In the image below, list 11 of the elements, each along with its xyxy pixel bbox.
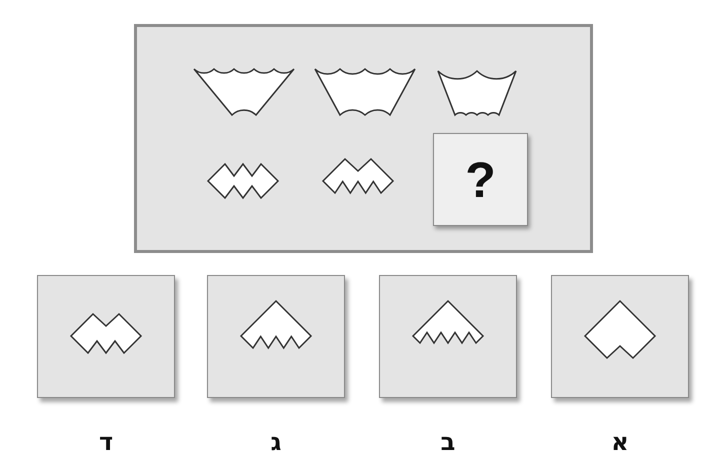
missing-tile xyxy=(433,133,528,226)
answer-tile xyxy=(37,275,175,398)
answer-letter: ג xyxy=(270,430,282,454)
answer-letter: א xyxy=(611,430,629,454)
answer-letter: ד xyxy=(98,430,114,454)
answer-letter: ב xyxy=(440,430,456,454)
puzzle-panel xyxy=(134,24,593,253)
question-mark: ? xyxy=(465,154,496,204)
answer-tile xyxy=(207,275,345,398)
answer-tile xyxy=(551,275,689,398)
answer-tile xyxy=(379,275,517,398)
